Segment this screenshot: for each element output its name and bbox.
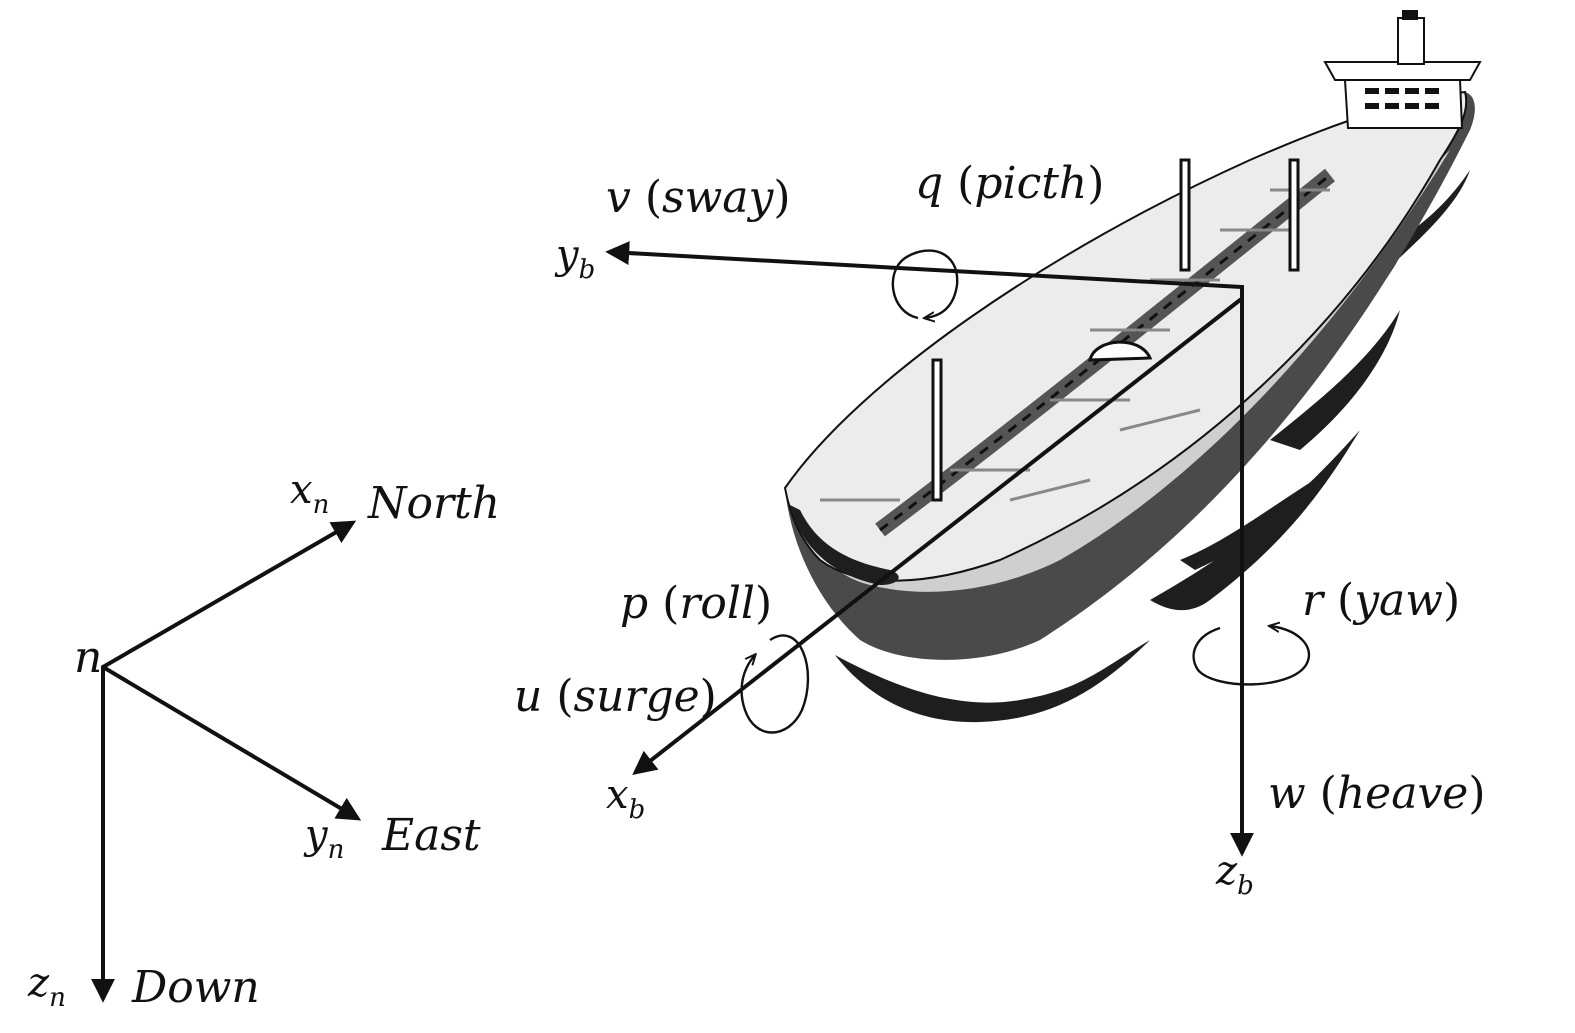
navigation-frame: n xn North yn East zn Down — [27, 467, 500, 1013]
east-label: East — [381, 810, 481, 861]
x-n-label: xn — [290, 467, 329, 520]
pitch-label: q (picth) — [915, 158, 1104, 209]
sway-label: v (sway) — [606, 172, 791, 223]
down-label: Down — [131, 962, 260, 1013]
east-axis — [101, 665, 362, 821]
body-frame: yb xb zb v (sway) q (picth) p (roll) u (… — [514, 158, 1486, 901]
y-b-label: yb — [554, 232, 595, 285]
ship-hull-band — [790, 150, 1450, 592]
heave-label: w (heave) — [1268, 768, 1486, 819]
y-n-label: yn — [303, 812, 344, 865]
pitch-rotation-arrow — [891, 249, 959, 318]
ship-masts — [931, 158, 1300, 502]
z-b-label: zb — [1215, 848, 1254, 901]
north-axis — [101, 520, 357, 669]
nav-origin-label: n — [74, 632, 102, 683]
roll-rotation-arrow — [740, 634, 810, 734]
surge-label: u (surge) — [514, 671, 717, 722]
z-n-label: zn — [27, 960, 66, 1013]
x-b-axis — [632, 298, 1242, 775]
north-label: North — [367, 478, 500, 529]
yaw-label: r (yaw) — [1302, 575, 1460, 626]
ship-superstructure — [1323, 10, 1482, 129]
ship-catwalk-detail — [879, 173, 1331, 532]
roll-label: p (roll) — [620, 578, 772, 629]
ship-dome — [1088, 340, 1153, 362]
ship-hatches — [820, 188, 1330, 502]
yaw-rotation-arrow — [1192, 626, 1311, 686]
x-b-label: xb — [606, 772, 645, 825]
